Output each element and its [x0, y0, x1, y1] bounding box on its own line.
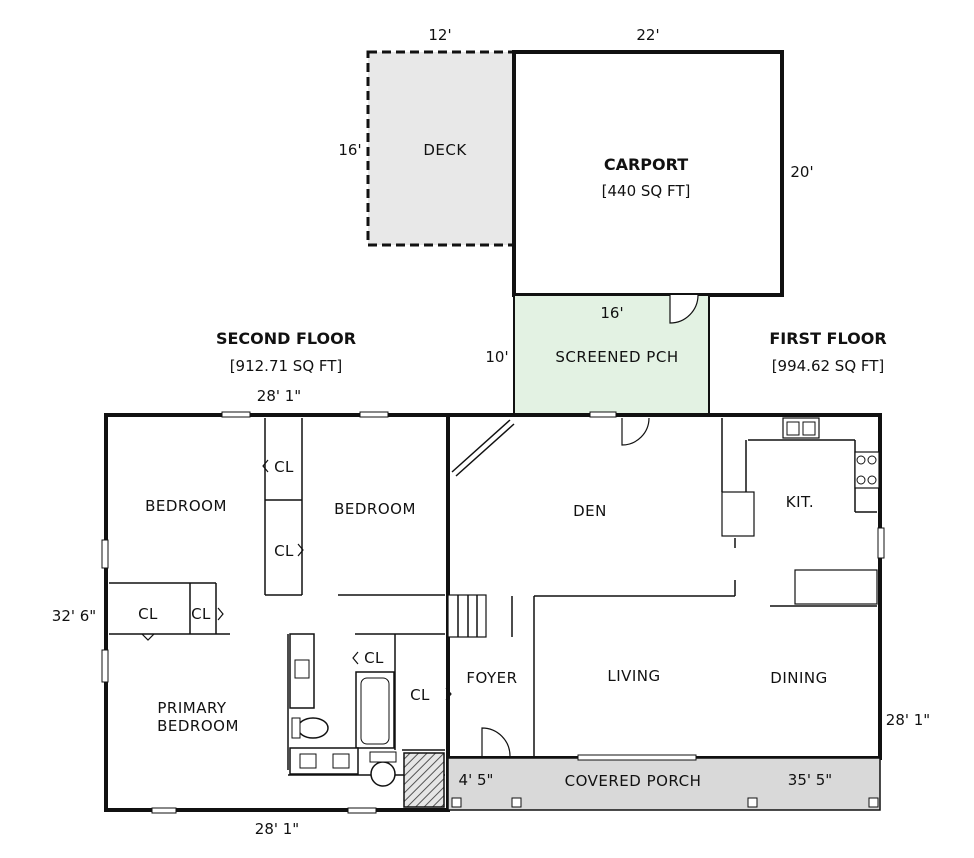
- covered-porch-label: COVERED PORCH: [565, 772, 702, 790]
- bath-fixtures: [289, 633, 445, 808]
- cov-porch-left-dim: 4' 5": [459, 771, 494, 789]
- porch-door-swing: [669, 294, 699, 324]
- first-floor-walls: [451, 418, 877, 756]
- second-floor-walls: [109, 418, 445, 776]
- first-floor-heading: FIRST FLOOR: [769, 329, 886, 348]
- second-top-dim: 28' 1": [257, 387, 301, 405]
- kitchen-fixtures: [721, 417, 880, 605]
- bedroom-1-label: BEDROOM: [145, 497, 227, 515]
- porch-width-dim: 16': [600, 304, 623, 322]
- closet-label: CL: [274, 542, 294, 560]
- primary-bedroom-label: PRIMARY: [157, 699, 227, 717]
- second-bottom-dim: 28' 1": [255, 820, 299, 838]
- deck-label: DECK: [423, 141, 467, 159]
- closet-label: CL: [138, 605, 158, 623]
- closet-label: CL: [274, 458, 294, 476]
- porch-post: [511, 797, 522, 808]
- living-label: LIVING: [607, 667, 660, 685]
- carport-area-text: [440 SQ FT]: [602, 182, 691, 200]
- chevron-markers: [141, 459, 452, 701]
- second-floor-area-text: [912.71 SQ FT]: [230, 357, 343, 375]
- first-side-dim: 28' 1": [886, 711, 930, 729]
- porch-post: [868, 797, 879, 808]
- front-door-swing: [481, 727, 511, 757]
- closet-label: CL: [191, 605, 211, 623]
- carport-width-dim: 22': [636, 26, 659, 44]
- den-label: DEN: [573, 502, 607, 520]
- closet-label: CL: [364, 649, 384, 667]
- closet-label: CL: [410, 686, 430, 704]
- den-door-swing: [621, 417, 650, 446]
- deck-depth-dim: 16': [338, 141, 361, 159]
- cov-porch-right-dim: 35' 5": [788, 771, 832, 789]
- deck-area: [366, 50, 516, 247]
- first-floor-area-text: [994.62 SQ FT]: [772, 357, 885, 375]
- dining-label: DINING: [770, 669, 827, 687]
- second-side-dim: 32' 6": [52, 607, 96, 625]
- carport-label: CARPORT: [604, 155, 688, 174]
- screened-porch-label: SCREENED PCH: [555, 348, 678, 366]
- porch-depth-dim: 10': [485, 348, 508, 366]
- carport-depth-dim: 20': [790, 163, 813, 181]
- deck-width-dim: 12': [428, 26, 451, 44]
- second-floor-heading: SECOND FLOOR: [216, 329, 356, 348]
- primary-bedroom-label-2: BEDROOM: [157, 717, 239, 735]
- porch-post: [747, 797, 758, 808]
- windows: [101, 411, 885, 814]
- foyer-label: FOYER: [466, 669, 517, 687]
- stairs: [447, 594, 487, 638]
- kitchen-label: KIT.: [786, 493, 814, 511]
- bedroom-2-label: BEDROOM: [334, 500, 416, 518]
- porch-post: [451, 797, 462, 808]
